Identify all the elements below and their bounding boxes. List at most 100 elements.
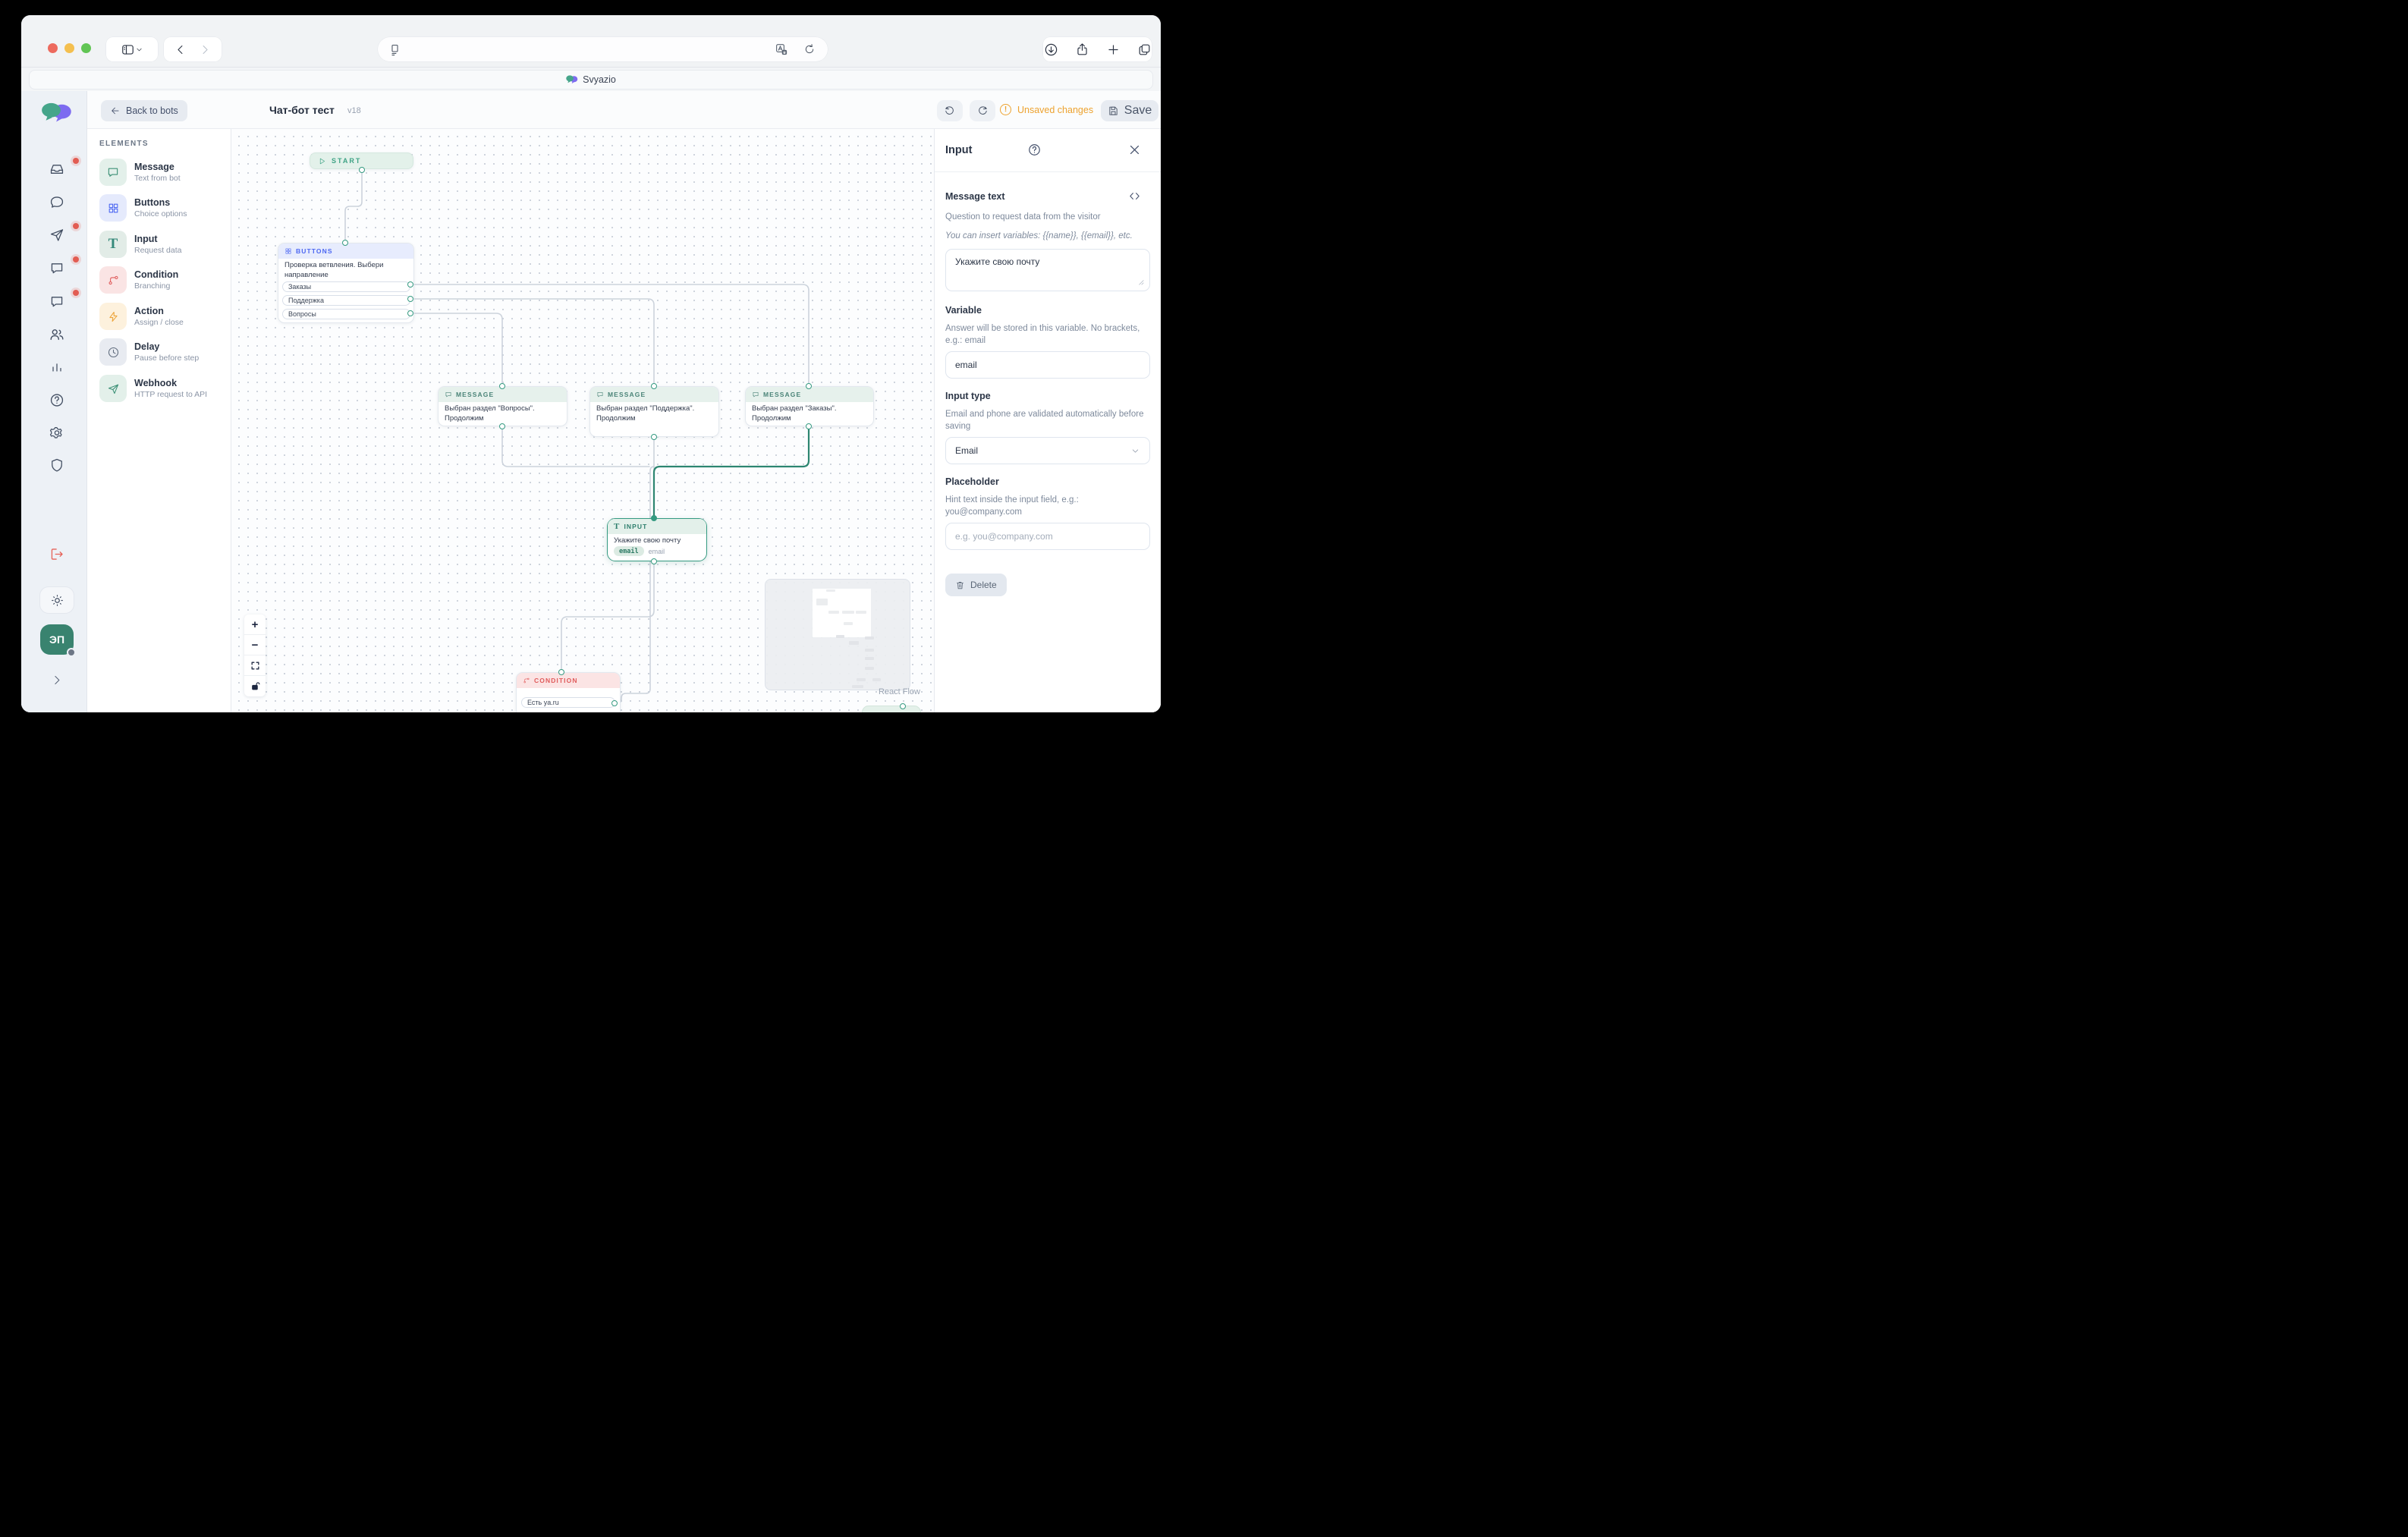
close-traffic-light[interactable] [48, 43, 58, 53]
close-icon[interactable] [1128, 143, 1141, 156]
input-target-handle[interactable] [651, 515, 657, 521]
sidebar-toggle-button[interactable] [106, 37, 158, 61]
variables-hint: You can insert variables: {{name}}, {{em… [945, 231, 1133, 240]
minimize-traffic-light[interactable] [64, 43, 74, 53]
chat-square2-icon[interactable] [49, 294, 65, 310]
back-to-bots-button[interactable]: Back to bots [101, 100, 187, 121]
start-source-handle[interactable] [359, 167, 365, 173]
app-logo-icon [42, 102, 71, 122]
message-node-header: MESSAGE [590, 387, 718, 402]
element-title: Buttons [134, 197, 171, 208]
fit-view-button[interactable] [244, 655, 266, 676]
zoom-out-button[interactable]: − [244, 635, 266, 655]
message-text-textarea[interactable]: Укажите свою почту [945, 249, 1150, 291]
avatar[interactable]: ЭП [40, 624, 76, 657]
send-badge [73, 223, 79, 229]
chat-square-icon[interactable] [49, 260, 65, 276]
screenshot-stage: Svyazio [0, 0, 1204, 768]
redo-button[interactable] [970, 100, 995, 121]
minimap[interactable] [765, 579, 910, 690]
inbox-badge [73, 158, 79, 164]
code-icon[interactable] [1128, 190, 1141, 203]
tab-svyazio[interactable]: Svyazio [29, 70, 1153, 90]
placeholder-input[interactable]: e.g. you@company.com [945, 523, 1150, 550]
message-node-label: MESSAGE [456, 391, 495, 398]
message-target-handle[interactable] [499, 383, 505, 389]
contacts-icon[interactable] [49, 326, 65, 343]
share-icon[interactable] [1075, 42, 1089, 57]
message-source-handle[interactable] [806, 423, 812, 429]
condition-source-handle[interactable] [611, 700, 618, 706]
input-type-value: Email [955, 445, 979, 456]
button-option[interactable]: Поддержка [282, 295, 410, 306]
theme-toggle[interactable] [39, 586, 74, 614]
chat-bubble-icon[interactable] [49, 194, 65, 210]
input-node-text: Укажите свою почту [614, 536, 681, 545]
message-source-handle[interactable] [499, 423, 505, 429]
zoom-traffic-light[interactable] [81, 43, 91, 53]
chevron-down-icon [137, 48, 142, 51]
lock-button[interactable] [244, 676, 266, 696]
panel-divider [935, 171, 1161, 172]
variable-input[interactable]: email [945, 351, 1150, 379]
message-target-handle[interactable] [806, 383, 812, 389]
panel-title: Input [945, 144, 973, 156]
downloads-icon[interactable] [1044, 42, 1058, 57]
placeholder-ghost-text: e.g. you@company.com [955, 531, 1053, 542]
message-node-voprosy[interactable]: MESSAGE Выбран раздел "Вопросы". Продолж… [438, 386, 567, 426]
back-icon[interactable] [174, 43, 187, 56]
expand-rail-icon[interactable] [51, 674, 64, 687]
option-source-handle[interactable] [407, 281, 413, 288]
settings-gear-icon[interactable] [49, 425, 65, 441]
panel-help-icon[interactable] [1027, 143, 1042, 157]
inbox-icon[interactable] [49, 162, 65, 178]
condition-node-header: CONDITION [517, 673, 620, 688]
undo-button[interactable] [937, 100, 963, 121]
delete-button[interactable]: Delete [945, 574, 1007, 596]
action-bolt-icon [99, 303, 127, 330]
message-target-handle[interactable] [651, 383, 657, 389]
partial-node-handle[interactable] [900, 703, 906, 709]
translate-icon[interactable] [775, 42, 788, 56]
resize-handle-icon[interactable] [1136, 278, 1145, 286]
condition-option[interactable]: Есть ya.ru [521, 697, 615, 708]
message-node-zakazy[interactable]: MESSAGE Выбран раздел "Заказы". Продолжи… [745, 386, 874, 426]
input-node[interactable]: T INPUT Укажите свою почту email email [607, 518, 707, 561]
tabs-overview-icon[interactable] [1137, 42, 1152, 57]
buttons-node[interactable]: BUTTONS Проверка ветвления. Выбери напра… [278, 243, 414, 323]
zoom-in-button[interactable]: + [244, 614, 266, 635]
button-option[interactable]: Вопросы [282, 309, 410, 319]
option-source-handle[interactable] [407, 310, 413, 316]
reader-icon[interactable] [388, 43, 401, 56]
forward-icon[interactable] [198, 43, 211, 56]
address-bar[interactable] [378, 37, 828, 61]
condition-target-handle[interactable] [558, 669, 564, 675]
condition-node[interactable]: CONDITION Есть ya.ru [516, 672, 621, 712]
button-option[interactable]: Заказы [282, 281, 410, 292]
flow-canvas[interactable]: START BUTTONS Проверка ветвления. Выбери… [231, 129, 934, 712]
help-icon[interactable] [49, 392, 65, 408]
logout-icon[interactable] [49, 546, 65, 562]
message-source-handle[interactable] [651, 434, 657, 440]
reload-icon[interactable] [803, 43, 816, 55]
message-node-podderzhka[interactable]: MESSAGE Выбран раздел "Поддержка". Продо… [589, 386, 719, 437]
option-source-handle[interactable] [407, 296, 413, 302]
svyazio-app: ЭП Back to bots Чат-бот тест v18 ! Unsav… [21, 91, 1161, 712]
input-type-select[interactable]: Email [945, 437, 1150, 464]
new-tab-icon[interactable] [1106, 42, 1121, 57]
save-button[interactable]: Save [1101, 100, 1158, 121]
input-source-handle[interactable] [651, 558, 657, 564]
partial-node[interactable] [862, 706, 921, 712]
security-shield-icon[interactable] [49, 457, 64, 473]
element-title: Message [134, 162, 174, 172]
buttons-target-handle[interactable] [342, 240, 348, 246]
send-icon[interactable] [49, 227, 65, 243]
analytics-icon[interactable] [49, 360, 64, 375]
